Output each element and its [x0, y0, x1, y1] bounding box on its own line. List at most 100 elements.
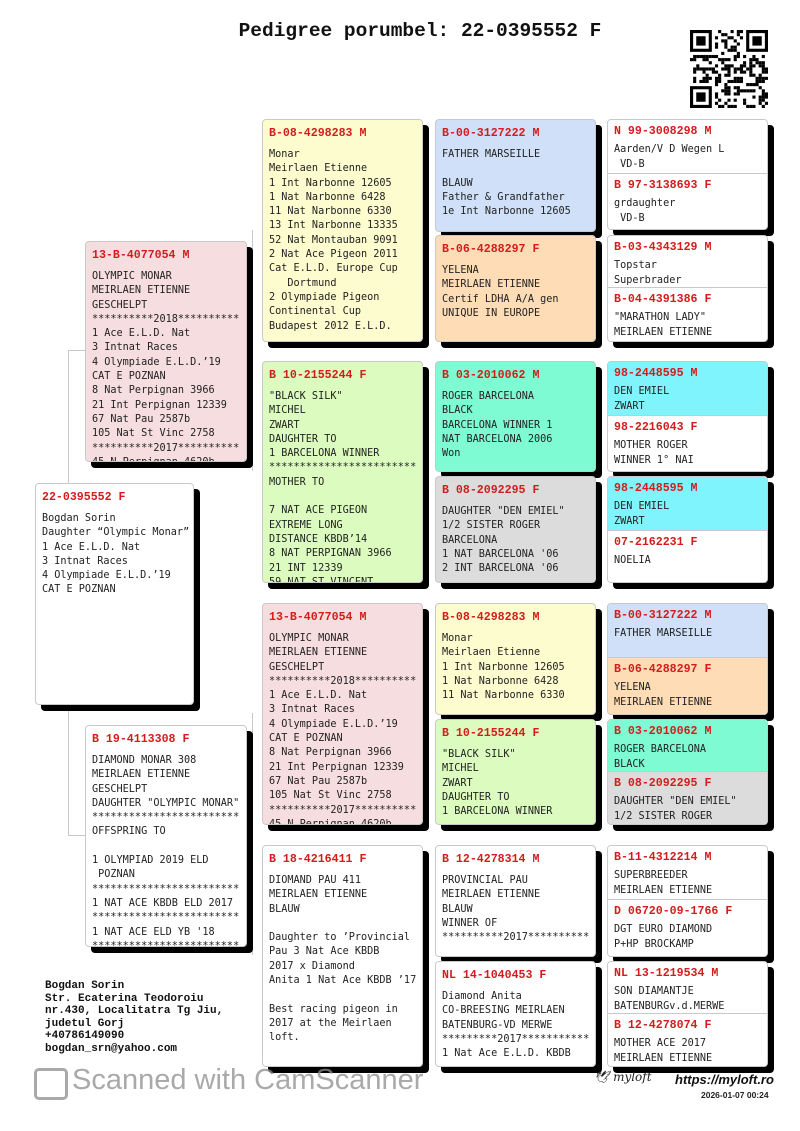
qr-module [749, 58, 753, 62]
info-line: MOTHER ACE 2017 [614, 1038, 707, 1049]
ring-number: B-08-4298283 M [442, 611, 540, 624]
info-line: Monar [442, 633, 473, 644]
website-link[interactable]: https://myloft.ro [675, 1072, 774, 1087]
qr-module [714, 76, 719, 80]
ring-number: NL 14-1040453 F [442, 969, 547, 982]
info-line: 11 Nat Narbonne 6330 [442, 690, 565, 702]
ring-number: B 19-4113308 F [92, 733, 190, 746]
connector-line [245, 350, 253, 351]
qr-module [736, 86, 740, 90]
info-line: 4 Olympiade E.L.D.’19 [42, 570, 171, 582]
qr-module [736, 54, 740, 59]
connector-line [600, 872, 601, 927]
info-line: FATHER MARSEILLE [442, 149, 541, 160]
ring-number: 98-2216043 F [614, 421, 698, 434]
ring-number: 98-2448595 M [614, 367, 698, 380]
ring-number: B 18-4216411 F [269, 853, 367, 866]
ring-number: 13-B-4077054 M [269, 611, 367, 624]
info-line: ZWART [269, 419, 300, 431]
qr-module [730, 104, 734, 108]
myloft-logo: 🕊 myloft [594, 1070, 652, 1084]
qr-module [758, 73, 762, 77]
info-line: Diamond Anita [442, 991, 522, 1002]
connector-line [245, 835, 253, 836]
info-line: CAT E POZNAN [42, 584, 116, 596]
info-line: ZWART [442, 777, 473, 789]
qr-module [752, 89, 756, 93]
info-line: EXTREME LONG [269, 519, 343, 531]
info-line: DEN EMIEL [614, 501, 670, 512]
qr-module [696, 54, 700, 59]
qr-module [758, 61, 762, 65]
info-line: 1/2 SISTER ROGER [442, 520, 541, 532]
qr-module [727, 92, 731, 96]
qr-module [739, 36, 744, 40]
qr-module [699, 67, 703, 71]
ring-number: B-08-4298283 M [269, 127, 367, 140]
info-line [269, 988, 422, 1002]
qr-module [727, 48, 731, 52]
ring-number: B-11-4312214 M [614, 851, 712, 864]
qr-module [733, 98, 737, 102]
qr-module [761, 64, 765, 68]
qr-module [714, 83, 719, 87]
qr-module [733, 70, 737, 74]
qr-module [730, 36, 734, 40]
ring-number: B 10-2155244 F [442, 727, 540, 740]
qr-module [727, 73, 731, 77]
info-line: 21 Int Perpignan 12339 [269, 761, 404, 773]
info-line: MEIRLAEN ETIENNE [442, 889, 541, 901]
qr-module [724, 73, 728, 77]
info-line: grdaughter [614, 198, 676, 209]
info-line: 1 Nat Narbonne 6428 [269, 191, 386, 203]
qr-module [702, 79, 706, 84]
info-line: SON DIAMANTJE [614, 986, 694, 997]
qr-module [749, 61, 753, 65]
qr-module [721, 39, 725, 43]
info-line: MEIRLAEN ETIENNE [92, 769, 191, 781]
info-line: "BLACK SILK" [269, 391, 343, 402]
info-line: **********2017********** [269, 804, 417, 816]
qr-module [743, 61, 747, 65]
qr-module [702, 70, 706, 74]
info-lines: NOELIA [608, 549, 767, 568]
info-lines: "MARATHON LADY"MEIRLAEN ETIENNE [608, 306, 767, 340]
info-line: DIAMOND MONAR 308 [92, 755, 197, 766]
info-line: +40786149090 [45, 1030, 125, 1042]
info-line: 11 Nat Narbonne 6330 [269, 206, 392, 218]
qr-module [727, 36, 731, 40]
ring-number: B 12-4278074 F [614, 1019, 712, 1032]
qr-module [743, 89, 747, 93]
info-line: Budapest 2012 E.L.D. [269, 320, 392, 332]
info-line: Str. Ecaterina Teodoroiu [45, 992, 204, 1005]
qr-module [727, 86, 731, 90]
qr-module [714, 54, 719, 59]
connector-line [600, 745, 601, 797]
qr-module [764, 95, 768, 99]
ring-number: N 99-3008298 M [614, 125, 712, 138]
qr-module [739, 67, 744, 71]
info-line: 7 NAT ACE PIGEON [269, 505, 368, 517]
info-line: GESCHELPT [92, 299, 148, 311]
info-line: 2017 x Diamond [269, 960, 355, 972]
info-line: DAUGHTER TO [269, 433, 337, 445]
qr-module [752, 104, 756, 108]
connector-line [428, 900, 429, 1013]
info-line: Father & Grandfather [442, 191, 565, 203]
qr-module [714, 92, 719, 96]
qr-module [705, 73, 709, 77]
qr-module [721, 51, 725, 55]
